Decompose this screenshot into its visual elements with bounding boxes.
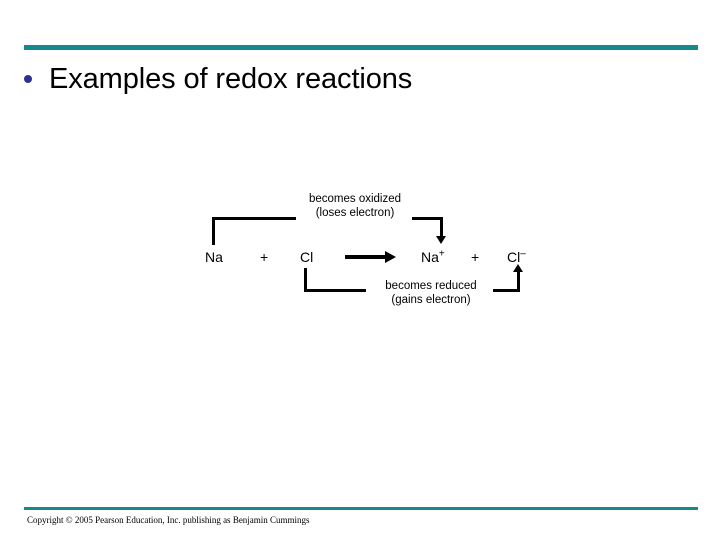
reduction-annotation: becomes reduced (gains electron) xyxy=(365,279,497,307)
page-title-label: Examples of redox reactions xyxy=(49,63,413,95)
reduction-bracket-right-arm xyxy=(493,289,520,292)
product-na-charge: + xyxy=(438,248,445,260)
bullet-icon xyxy=(24,75,32,83)
oxidation-annotation-line1: becomes oxidized xyxy=(308,193,402,205)
equation-plus-1: + xyxy=(260,249,269,265)
reactant-na: Na xyxy=(205,249,223,265)
reactant-cl: Cl xyxy=(300,249,314,265)
copyright-notice: Copyright © 2005 Pearson Education, Inc.… xyxy=(27,515,310,525)
reduction-annotation-line2: (gains electron) xyxy=(391,294,471,306)
oxidation-arrow-stem xyxy=(440,217,443,238)
oxidation-bracket-left-arm xyxy=(212,217,296,220)
reduction-arrowhead-icon xyxy=(513,264,523,272)
product-na-ion: Na+ xyxy=(421,248,445,265)
product-cl-charge: – xyxy=(520,248,526,260)
oxidation-bracket-left-stem xyxy=(212,217,215,245)
oxidation-annotation: becomes oxidized (loses electron) xyxy=(290,192,420,220)
reduction-annotation-line1: becomes reduced xyxy=(385,280,477,292)
product-na-symbol: Na xyxy=(421,249,439,265)
product-cl-symbol: Cl xyxy=(507,249,521,265)
equation-plus-2: + xyxy=(471,249,480,265)
reduction-bracket-left-stem xyxy=(304,268,307,292)
page-title: Examples of redox reactions xyxy=(24,58,696,100)
yields-arrow-shaft xyxy=(345,255,387,259)
oxidation-annotation-line2: (loses electron) xyxy=(315,207,395,219)
reduction-arrow-stem xyxy=(517,271,520,292)
title-divider-rule xyxy=(24,45,698,50)
footer-divider-rule xyxy=(24,507,698,510)
redox-reaction-diagram: becomes oxidized (loses electron) Na + C… xyxy=(190,190,550,320)
reduction-bracket-left-arm xyxy=(304,289,366,292)
yields-arrowhead-icon xyxy=(385,251,396,263)
product-cl-ion: Cl– xyxy=(507,248,526,265)
oxidation-bracket-right-arm xyxy=(412,217,443,220)
oxidation-arrowhead-icon xyxy=(436,236,446,244)
